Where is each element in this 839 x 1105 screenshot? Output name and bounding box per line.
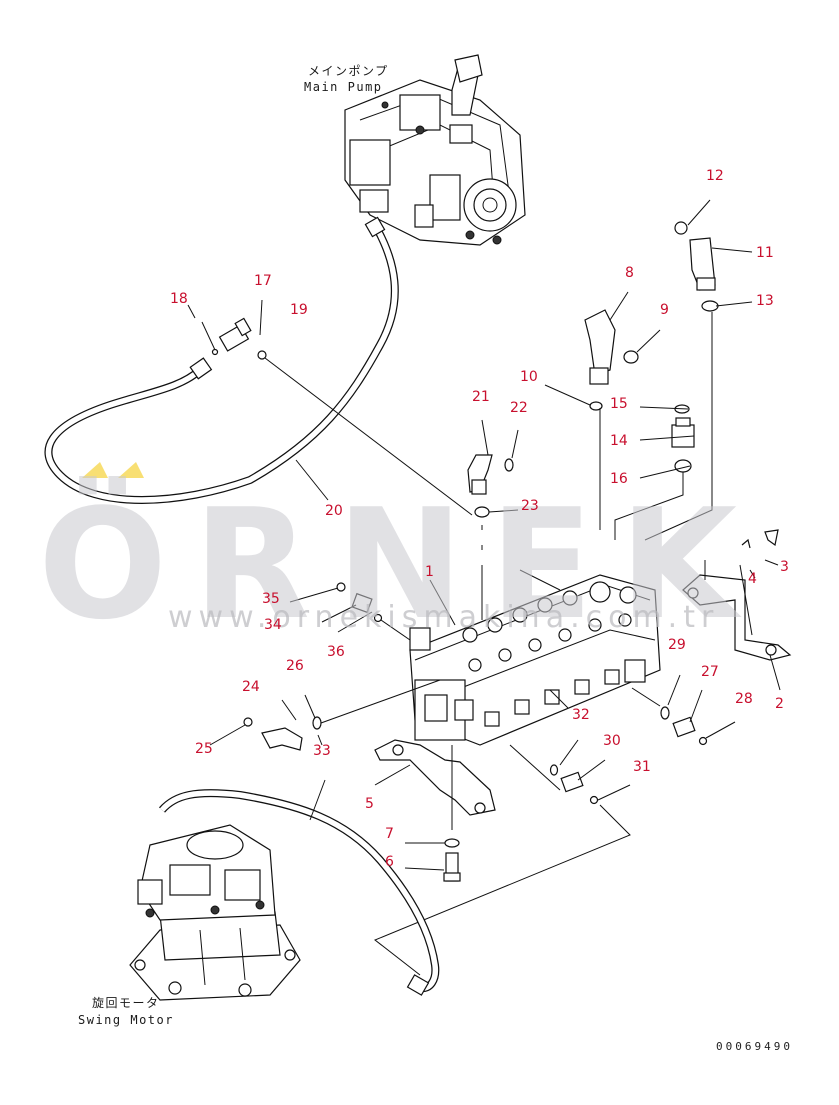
callout-23: 23 [521, 498, 539, 514]
document-number: 00069490 [716, 1040, 793, 1053]
callout-20: 20 [325, 503, 343, 519]
callout-6: 6 [385, 854, 394, 870]
callout-28: 28 [735, 691, 753, 707]
adapter-30 [560, 771, 584, 793]
callout-25: 25 [195, 741, 213, 757]
main-pump-label-jp: メインポンプ [308, 64, 389, 78]
swing-motor-label-jp: 旋回モータ [92, 996, 160, 1010]
adapter-14 [671, 417, 695, 448]
callout-10: 10 [520, 369, 538, 385]
bracket-2 [682, 560, 792, 661]
leader-lines [187, 199, 781, 871]
callout-4: 4 [748, 571, 757, 587]
hose-33 [158, 789, 440, 996]
callout-2: 2 [775, 696, 784, 712]
callout-13: 13 [756, 293, 774, 309]
callout-27: 27 [701, 664, 719, 680]
swing-motor-label-en: Swing Motor [78, 1013, 174, 1027]
watermark-accent-icon [82, 462, 144, 478]
callout-33: 33 [313, 743, 331, 759]
callout-7: 7 [385, 826, 394, 842]
callout-24: 24 [242, 679, 260, 695]
callout-22: 22 [510, 400, 528, 416]
callout-30: 30 [603, 733, 621, 749]
callout-5: 5 [365, 796, 374, 812]
callout-8: 8 [625, 265, 634, 281]
adapter-27 [672, 716, 696, 738]
callout-17: 17 [254, 273, 272, 289]
elbow-11 [689, 237, 716, 291]
callout-1: 1 [425, 564, 434, 580]
control-valve-1 [409, 574, 661, 746]
callout-26: 26 [286, 658, 304, 674]
callout-16: 16 [610, 471, 628, 487]
callout-31: 31 [633, 759, 651, 775]
callout-14: 14 [610, 433, 628, 449]
main-pump-label-en: Main Pump [304, 80, 383, 94]
callout-18: 18 [170, 291, 188, 307]
elbow-21 [467, 454, 493, 495]
hose-20 [44, 216, 399, 504]
callout-9: 9 [660, 302, 669, 318]
elbow-24 [261, 727, 303, 751]
watermark-url: www.ornekismakina.com.tr [168, 600, 720, 635]
callout-32: 32 [572, 707, 590, 723]
callout-36: 36 [327, 644, 345, 660]
main-pump-drawing [344, 54, 526, 246]
callout-3: 3 [780, 559, 789, 575]
watermark-brand: ÖRNEK [38, 476, 764, 653]
callout-12: 12 [706, 168, 724, 184]
callout-29: 29 [668, 637, 686, 653]
callout-15: 15 [610, 396, 628, 412]
elbow-8 [584, 309, 616, 385]
callout-11: 11 [756, 245, 774, 261]
swing-motor-drawing [129, 824, 301, 1001]
callout-19: 19 [290, 302, 308, 318]
adapter-34 [351, 592, 373, 614]
callout-34: 34 [264, 617, 282, 633]
callout-35: 35 [262, 591, 280, 607]
clamp-5 [374, 739, 496, 816]
callout-21: 21 [472, 389, 490, 405]
bolt-6 [443, 852, 461, 882]
fitting-17 [218, 317, 252, 352]
